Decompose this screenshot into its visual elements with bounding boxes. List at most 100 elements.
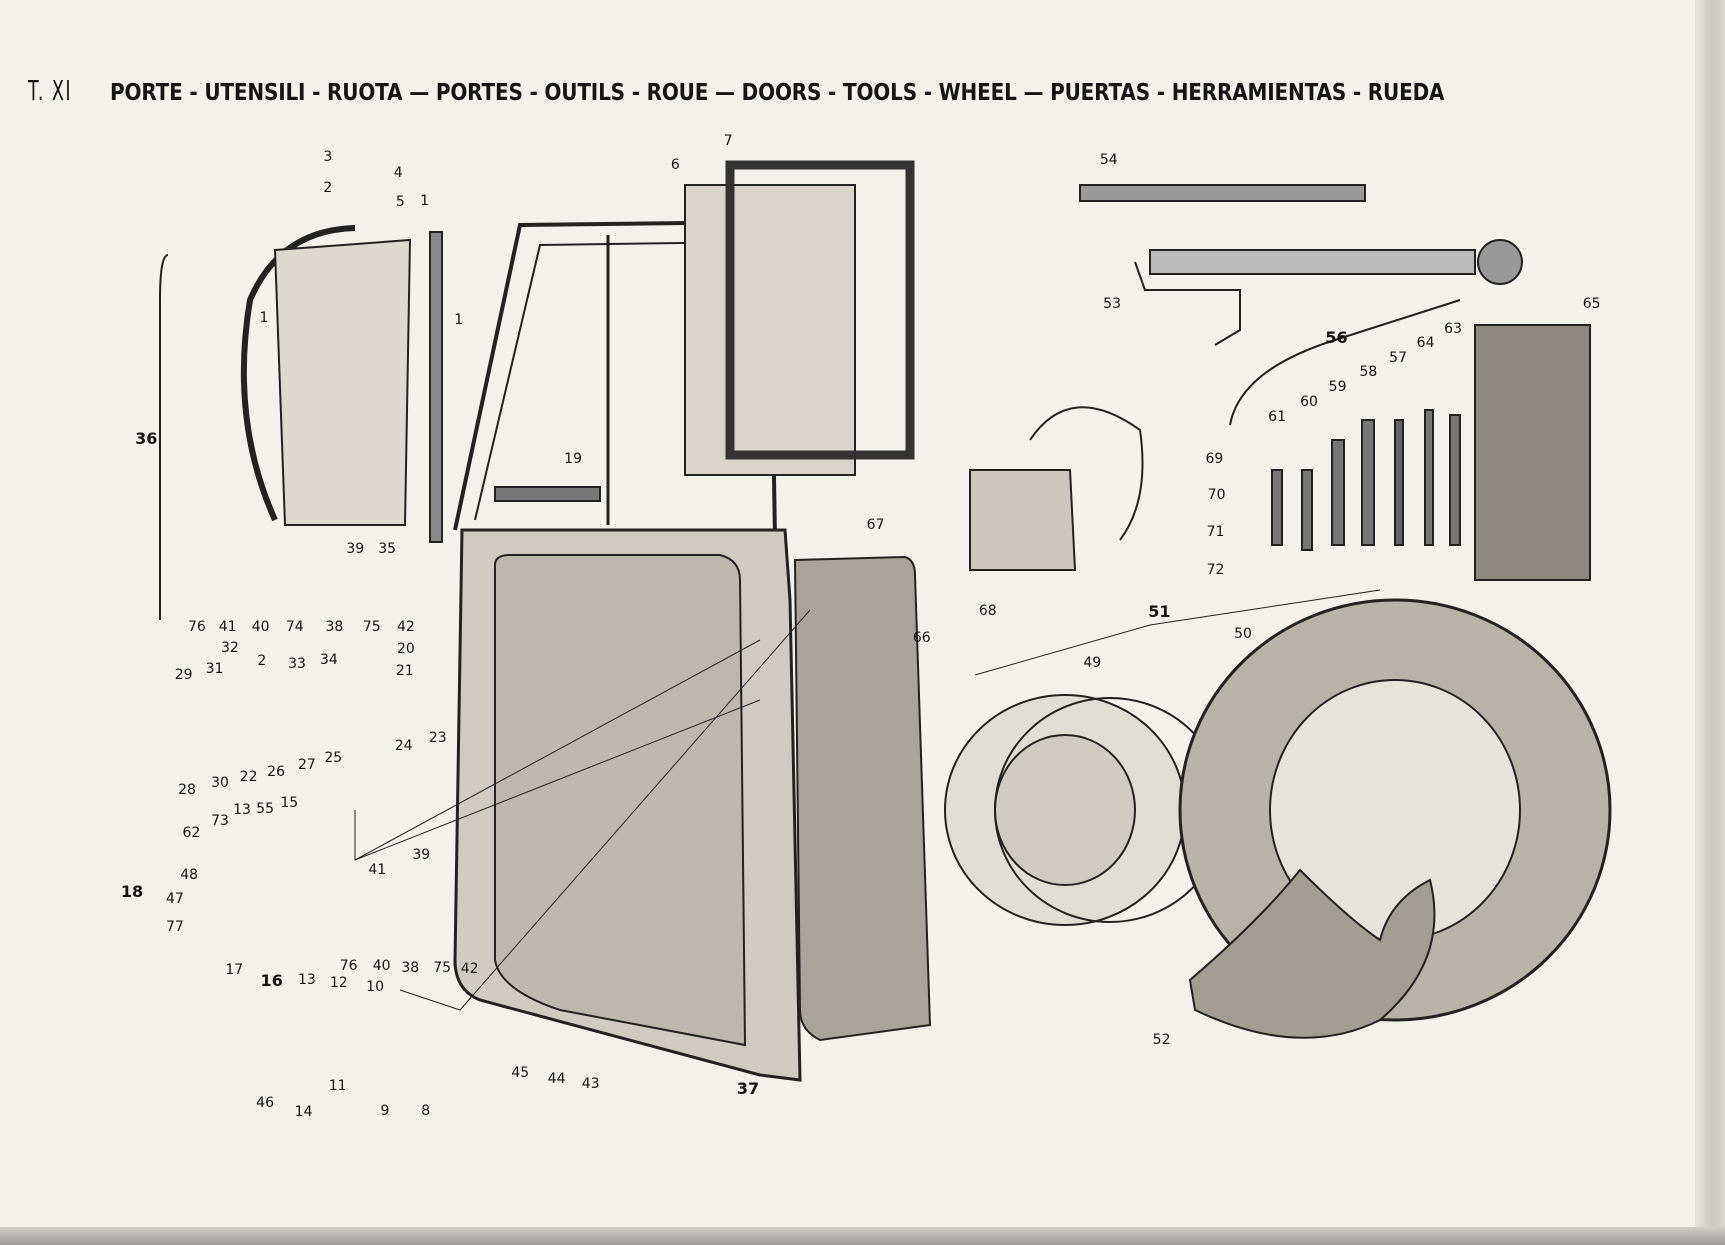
part-label: 31 xyxy=(205,660,224,677)
part-label: 13 xyxy=(297,972,316,989)
part-label: 73 xyxy=(211,812,229,829)
part-label: 41 xyxy=(218,619,237,635)
tyre-and-tube xyxy=(1178,598,1612,1039)
part-label: 58 xyxy=(1359,363,1378,380)
part-label: 51 xyxy=(1148,601,1171,621)
part-label: 34 xyxy=(319,652,338,668)
part-label: 1 xyxy=(259,309,269,326)
part-label: 52 xyxy=(1152,1031,1171,1048)
part-label: 37 xyxy=(736,1079,760,1098)
part-label: 26 xyxy=(267,764,286,781)
part-label: 5 xyxy=(395,194,405,211)
part-label: 18 xyxy=(120,882,144,902)
part-label: 40 xyxy=(372,957,391,974)
part-label: 13 xyxy=(233,801,251,818)
part-label: 35 xyxy=(378,540,397,557)
leader-lines xyxy=(354,589,1381,1011)
part-label: 76 xyxy=(339,957,358,974)
part-label: 22 xyxy=(239,768,258,785)
part-label: 23 xyxy=(428,730,447,747)
part-label: 38 xyxy=(401,960,420,976)
part-label: 48 xyxy=(180,866,199,883)
part-label: 19 xyxy=(564,450,583,467)
part-label: 16 xyxy=(260,971,283,991)
part-label: 15 xyxy=(280,795,299,811)
part-label: 39 xyxy=(412,846,431,863)
part-label: 4 xyxy=(393,164,403,181)
part-label: 21 xyxy=(395,663,414,679)
part-label: 71 xyxy=(1206,524,1225,541)
door-trim-panel xyxy=(793,555,932,1042)
washer-reservoir xyxy=(969,406,1144,571)
part-label: 39 xyxy=(346,540,365,557)
door-frame-drawing xyxy=(453,219,802,1082)
part-label: 67 xyxy=(866,516,885,533)
jack-and-handle xyxy=(1079,184,1523,346)
part-label: 27 xyxy=(297,756,316,773)
part-label: 43 xyxy=(581,1075,600,1092)
part-label: 45 xyxy=(511,1064,530,1081)
part-label: 55 xyxy=(256,800,275,817)
part-label: 62 xyxy=(182,824,201,841)
part-label: 65 xyxy=(1582,295,1601,312)
part-label: 44 xyxy=(547,1071,566,1088)
part-label: 75 xyxy=(433,960,452,976)
part-label: 66 xyxy=(912,630,931,646)
part-label: 64 xyxy=(1416,335,1435,352)
part-label: 11 xyxy=(328,1077,347,1094)
part-label: 46 xyxy=(256,1095,275,1112)
part-label: 47 xyxy=(165,890,184,907)
part-label: 1 xyxy=(420,193,430,210)
part-label: 63 xyxy=(1444,320,1463,337)
part-label: 1 xyxy=(454,312,464,329)
part-label: 10 xyxy=(366,978,385,995)
part-label: 12 xyxy=(329,975,348,992)
part-label: 76 xyxy=(187,619,206,635)
part-label: 33 xyxy=(288,656,306,673)
part-label: 9 xyxy=(380,1103,390,1119)
part-label: 42 xyxy=(396,619,415,635)
part-label: 42 xyxy=(460,961,479,978)
part-label: 32 xyxy=(220,639,239,656)
part-label: 7 xyxy=(723,132,733,149)
part-label: 14 xyxy=(294,1104,313,1121)
page-binding-edge xyxy=(1695,0,1725,1245)
part-label: 74 xyxy=(285,619,304,635)
part-label: 30 xyxy=(211,775,229,792)
part-label: 50 xyxy=(1234,625,1252,642)
part-label: 29 xyxy=(174,667,193,684)
part-label: 59 xyxy=(1328,379,1347,396)
part-label: 41 xyxy=(368,862,387,879)
part-label: 6 xyxy=(670,157,680,173)
plate-header: T. XI PORTE - UTENSILI - RUOTA — PORTES … xyxy=(28,74,1644,107)
part-label: 17 xyxy=(225,962,244,979)
part-label: 56 xyxy=(1325,327,1348,347)
part-label: 68 xyxy=(978,602,997,619)
part-label: 3 xyxy=(323,149,333,166)
part-label: 36 xyxy=(135,428,158,448)
part-label: 75 xyxy=(362,619,381,635)
part-label: 70 xyxy=(1207,487,1226,503)
part-label: 24 xyxy=(394,737,413,754)
part-label: 2 xyxy=(257,653,267,670)
plate-number: T. XI xyxy=(28,74,72,107)
part-label: 61 xyxy=(1268,408,1287,425)
part-label: 25 xyxy=(324,749,343,766)
part-label: 49 xyxy=(1083,655,1102,672)
part-label: 54 xyxy=(1099,151,1118,168)
part-label: 69 xyxy=(1205,450,1224,467)
part-label: 72 xyxy=(1206,561,1225,578)
part-label: 2 xyxy=(323,180,333,197)
part-label: 60 xyxy=(1300,393,1318,410)
part-label: 38 xyxy=(325,619,344,635)
door-glass-and-seal xyxy=(684,160,915,476)
part-label: 77 xyxy=(165,919,184,936)
part-label: 57 xyxy=(1389,349,1408,366)
scan-bottom-edge xyxy=(0,1227,1725,1245)
tool-kit xyxy=(1229,299,1591,581)
part-label: 40 xyxy=(251,619,270,635)
part-label: 53 xyxy=(1103,295,1122,312)
quarter-window-assembly xyxy=(159,225,443,620)
part-label: 8 xyxy=(421,1103,431,1119)
plate-title: PORTE - UTENSILI - RUOTA — PORTES - OUTI… xyxy=(110,80,1445,106)
